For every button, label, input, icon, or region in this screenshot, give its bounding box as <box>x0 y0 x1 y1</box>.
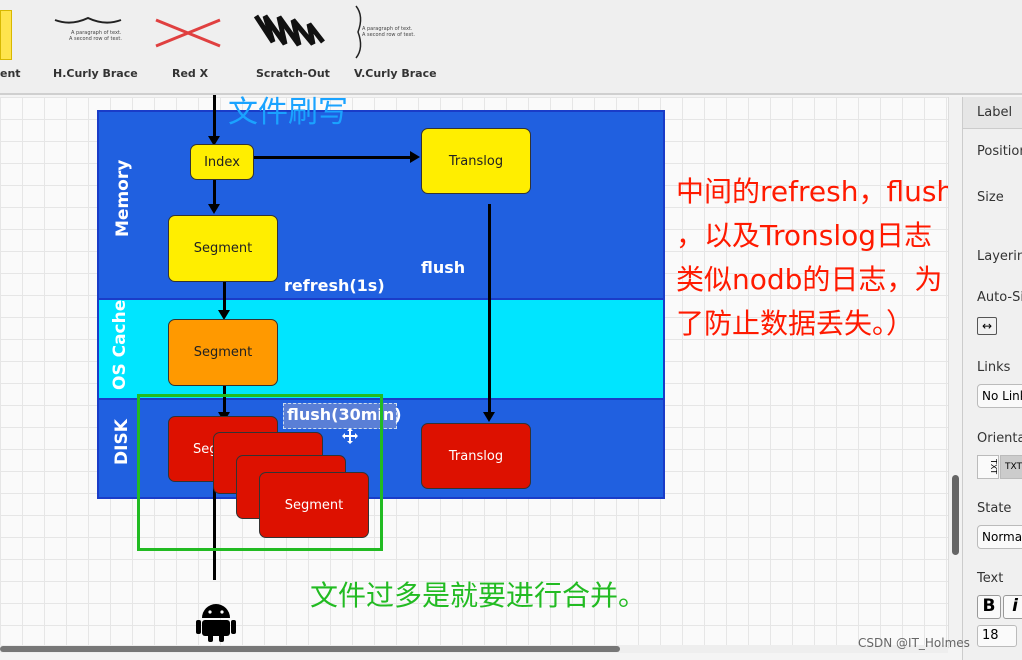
horizontal-scrollbar[interactable] <box>0 645 948 653</box>
orientation-label: Orientation <box>977 431 1022 446</box>
scratch-out-icon[interactable] <box>253 12 325 52</box>
arrow-line <box>253 156 413 159</box>
disk-label: DISK <box>112 419 132 465</box>
index-box[interactable]: Index <box>190 144 254 180</box>
svg-text:A paragraph of text.: A paragraph of text. <box>362 26 413 32</box>
arrow-head-icon <box>208 204 220 214</box>
state-select[interactable]: Normal <box>977 525 1022 549</box>
segment-disk-box-front[interactable]: Segment <box>259 472 369 538</box>
state-label: State <box>977 501 1012 516</box>
bold-button[interactable]: B <box>977 595 1001 619</box>
arrow-head-icon <box>218 310 230 320</box>
arrow-line <box>223 386 226 416</box>
vertical-scroll-thumb[interactable] <box>952 475 959 555</box>
tool-label-h-curly-brace[interactable]: H.Curly Brace <box>53 67 138 80</box>
auto-size-label: Auto-Size <box>977 290 1022 305</box>
segment-os-cache-box[interactable]: Segment <box>168 319 278 386</box>
tool-label-red-x[interactable]: Red X <box>172 67 209 80</box>
segment-memory-box[interactable]: Segment <box>168 215 278 282</box>
merge-highlight-box <box>137 394 383 551</box>
arrow-line <box>488 204 491 414</box>
v-curly-brace-icon[interactable]: A paragraph of text.A second row of text… <box>352 4 416 64</box>
red-x-icon[interactable] <box>152 14 224 54</box>
text-label: Text <box>977 571 1004 586</box>
note-line: 了防止数据丢失。） <box>676 307 915 340</box>
shape-toolbar: ent A paragraph of text.A second row of … <box>0 0 1022 95</box>
arrow-head-icon <box>483 412 495 422</box>
svg-text:A second row of text.: A second row of text. <box>69 36 122 42</box>
links-label: Links <box>977 360 1011 375</box>
orientation-horizontal-button[interactable]: TXT <box>1000 455 1022 479</box>
green-note-annotation: 文件过多是就要进行合并。 <box>310 579 647 612</box>
svg-text:A paragraph of text.: A paragraph of text. <box>71 30 122 36</box>
arrow-line <box>213 480 216 580</box>
arrow-line <box>213 95 216 140</box>
memory-label: Memory <box>113 159 133 237</box>
move-cursor-icon <box>342 428 358 448</box>
position-label: Position <box>977 144 1022 159</box>
os-cache-label: OS Cache <box>110 299 130 390</box>
android-icon <box>196 600 236 646</box>
file-flush-annotation: 文件刷写 <box>228 95 348 130</box>
italic-button[interactable]: i <box>1003 595 1022 619</box>
links-select[interactable]: No Links <box>977 384 1022 408</box>
layering-label: Layering <box>977 249 1022 264</box>
refresh-label: refresh(1s) <box>284 276 385 295</box>
arrow-head-icon <box>208 136 220 146</box>
label-tab[interactable]: Label <box>977 105 1013 120</box>
arrow-head-icon <box>410 151 420 163</box>
arrow-line <box>223 282 226 312</box>
note-line: ，以及Tronslog日志（ <box>676 219 961 252</box>
vertical-scrollbar[interactable] <box>948 97 962 648</box>
properties-panel: Label Position Size Layering Auto-Size ↔… <box>962 97 1022 660</box>
h-curly-brace-icon[interactable]: A paragraph of text.A second row of text… <box>53 12 123 42</box>
tool-label-scratch-out[interactable]: Scratch-Out <box>256 67 330 80</box>
horizontal-scroll-thumb[interactable] <box>0 646 620 652</box>
note-line: 中间的refresh，flush <box>676 175 955 208</box>
watermark: CSDN @IT_Holmes <box>858 636 970 650</box>
arrow-line <box>213 180 216 205</box>
auto-size-width-icon[interactable]: ↔ <box>977 317 997 335</box>
note-shape-icon[interactable] <box>0 10 12 60</box>
tool-label-v-curly-brace[interactable]: V.Curly Brace <box>354 67 437 80</box>
note-line: 类似nodb的日志，为 <box>676 263 943 296</box>
svg-text:A second row of text.: A second row of text. <box>362 32 415 38</box>
red-note-annotation: 中间的refresh，flush ，以及Tronslog日志（ 类似nodb的日… <box>676 170 960 346</box>
font-size-select[interactable]: 18 <box>977 625 1017 647</box>
translog-memory-box[interactable]: Translog <box>421 128 531 194</box>
size-label: Size <box>977 190 1004 205</box>
orientation-vertical-button[interactable]: TXT <box>977 455 999 479</box>
translog-disk-box[interactable]: Translog <box>421 423 531 489</box>
flush-label: flush <box>421 258 466 277</box>
flush-30min-label[interactable]: flush(30min) <box>283 403 402 429</box>
tool-label[interactable]: ent <box>0 67 21 80</box>
